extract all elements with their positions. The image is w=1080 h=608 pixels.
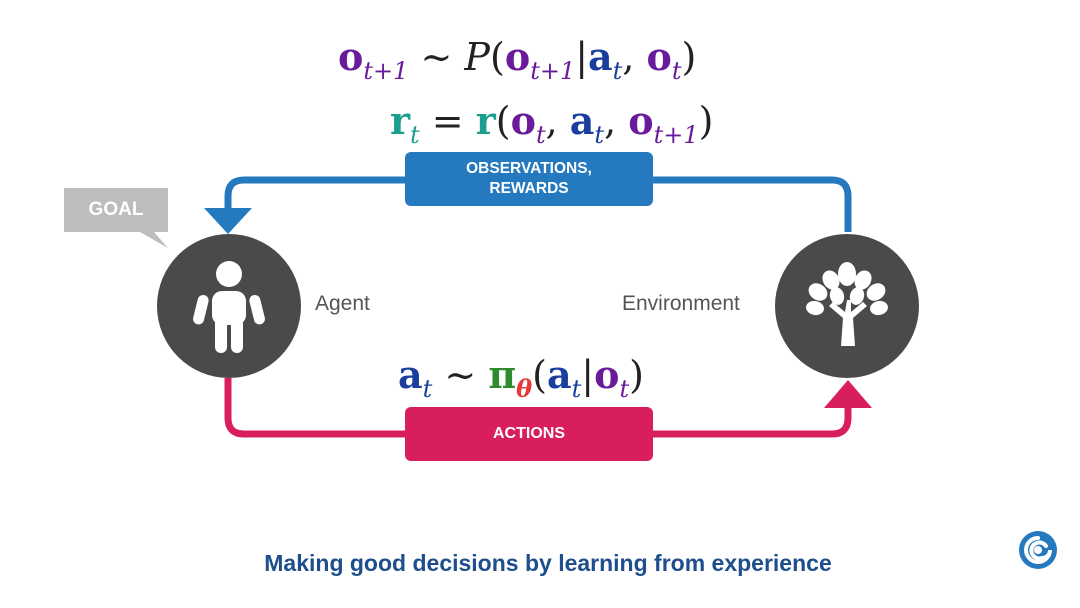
agent-node bbox=[157, 234, 301, 378]
environment-node bbox=[775, 234, 919, 378]
goal-label: GOAL bbox=[88, 199, 144, 220]
transition-formula: ot+1 ∼ P(ot+1|at, ot) bbox=[338, 34, 697, 85]
observations-rewards-label: OBSERVATIONS, REWARDS bbox=[405, 152, 653, 206]
goal-bubble bbox=[64, 188, 168, 248]
observation-arrowhead bbox=[204, 208, 252, 234]
person-icon bbox=[193, 261, 265, 353]
agent-label: Agent bbox=[315, 292, 370, 315]
action-arrowhead bbox=[824, 380, 872, 408]
obs-symbol: o bbox=[338, 34, 364, 79]
caption: Making good decisions by learning from e… bbox=[264, 550, 832, 576]
tree-icon bbox=[806, 262, 888, 346]
environment-label: Environment bbox=[622, 292, 740, 315]
actions-label: ACTIONS bbox=[405, 407, 653, 461]
reward-formula: rt = r(ot, at, ot+1) bbox=[390, 98, 714, 149]
policy-formula: at ∼ πθ(at|ot) bbox=[398, 352, 644, 403]
swirl-logo-icon bbox=[1019, 531, 1057, 569]
